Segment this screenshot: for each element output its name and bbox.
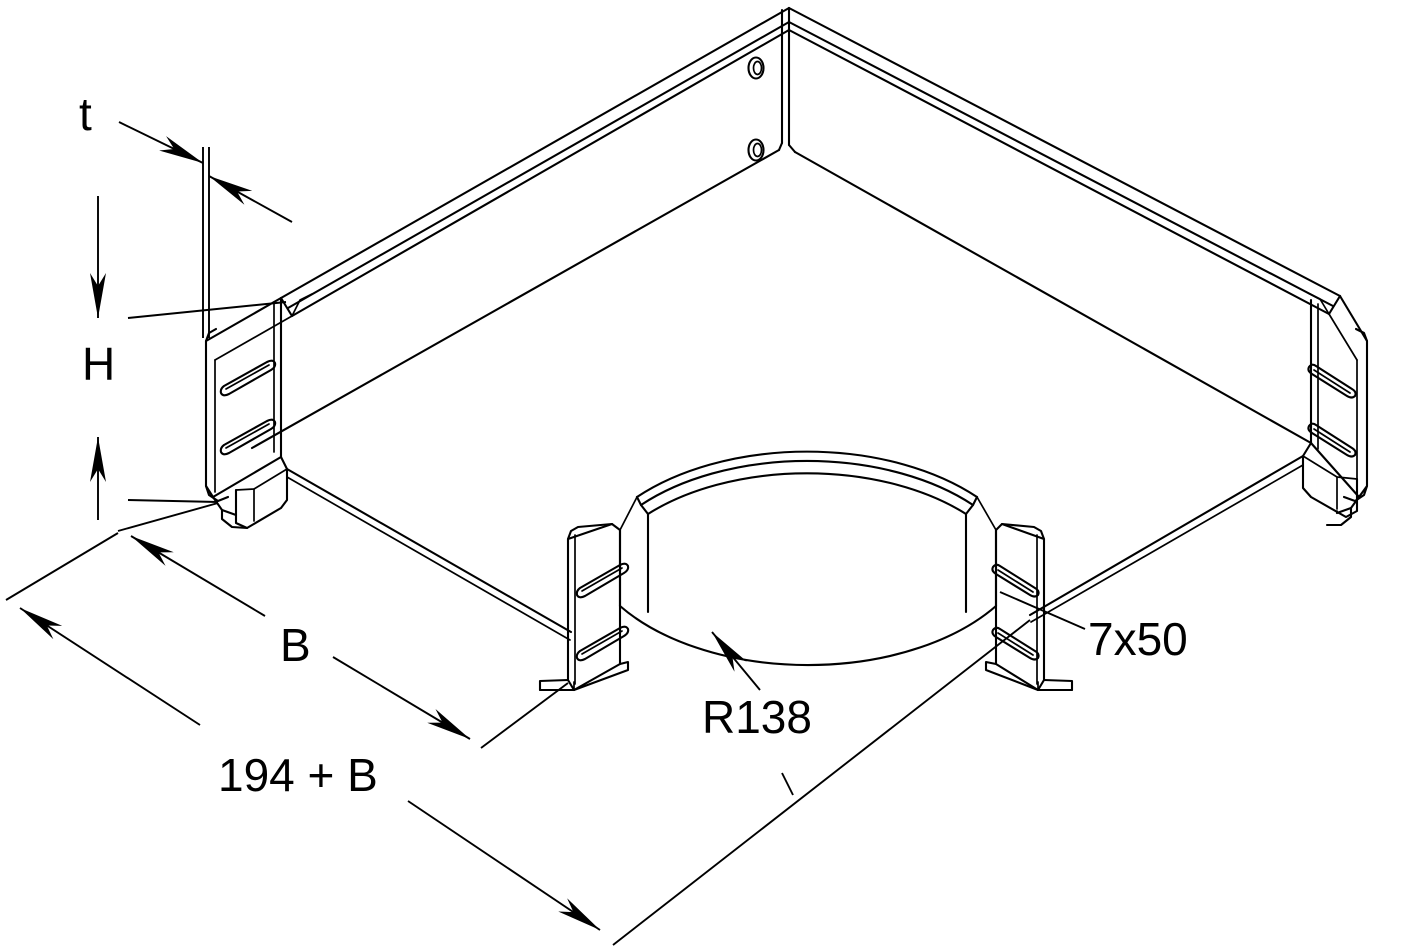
inner-wall-top-rim-mid xyxy=(639,459,975,507)
height-extension-line-top xyxy=(127,301,287,319)
dimension-height xyxy=(90,196,287,520)
slot-left-wall-lower xyxy=(219,418,277,456)
b-dim-arrow-start xyxy=(130,535,266,617)
dimension-label-overall: 194 + B xyxy=(218,749,378,801)
dimension-width-b xyxy=(117,502,569,749)
dimension-label-t: t xyxy=(79,88,92,140)
thickness-dim-arrow-left xyxy=(118,121,204,164)
inner-wall-top-rim-outer xyxy=(635,450,979,499)
right-end-flange xyxy=(1301,441,1361,527)
corner-top-left-edge xyxy=(250,148,781,450)
slot-inner-left-upper xyxy=(575,562,630,599)
slot-inner-right-lower xyxy=(991,626,1040,661)
right-end-side-wall xyxy=(1309,294,1369,503)
thickness-dim-arrow-right xyxy=(208,175,293,223)
annotation-radius xyxy=(711,631,794,796)
dimension-label-h: H xyxy=(82,338,115,390)
slot-left-wall-upper xyxy=(219,359,277,397)
inner-right-end-plate xyxy=(984,522,1074,692)
dimension-overall xyxy=(5,532,1031,946)
mounting-hole-lower xyxy=(747,138,765,162)
dimension-thickness xyxy=(118,121,293,338)
b-dim-arrow-end xyxy=(332,656,471,740)
left-end-side-wall xyxy=(204,296,293,503)
dimension-label-r138: R138 xyxy=(702,691,812,743)
slot-right-wall-upper xyxy=(1307,363,1357,399)
left-end-flange xyxy=(211,455,289,530)
height-extension-line-bottom xyxy=(127,499,219,503)
slot-leader-line xyxy=(999,591,1086,630)
b-extension-line-right xyxy=(480,682,569,749)
inner-left-end-plate xyxy=(538,522,630,692)
outer-wall-right-rear xyxy=(787,6,1342,316)
overall-dim-arrow-start xyxy=(19,607,201,726)
overall-extension-line-right xyxy=(612,619,1031,946)
mounting-hole-upper xyxy=(747,56,765,80)
r138-leader-line xyxy=(711,631,761,691)
dimension-label-slot: 7x50 xyxy=(1088,613,1188,665)
outer-wall-left-rear xyxy=(279,6,791,318)
slot-inner-right-upper xyxy=(991,563,1040,598)
tray-body xyxy=(204,6,1369,692)
inner-wall-top-rim-inner xyxy=(646,472,968,516)
overall-dim-arrow-end xyxy=(407,800,601,931)
b-extension-line-left xyxy=(117,502,219,532)
slot-inner-left-lower xyxy=(575,625,630,662)
inner-curved-wall xyxy=(618,450,998,667)
dimension-label-b: B xyxy=(280,619,311,671)
overall-extension-line-left xyxy=(5,532,119,601)
r138-center-tick xyxy=(781,772,794,796)
inner-wall-bottom-arc xyxy=(618,604,998,667)
slot-right-wall-lower xyxy=(1307,422,1357,458)
tray-base-plate xyxy=(285,454,1305,641)
annotation-slot-size xyxy=(999,591,1086,630)
corner-top-right-edge xyxy=(793,150,1313,445)
